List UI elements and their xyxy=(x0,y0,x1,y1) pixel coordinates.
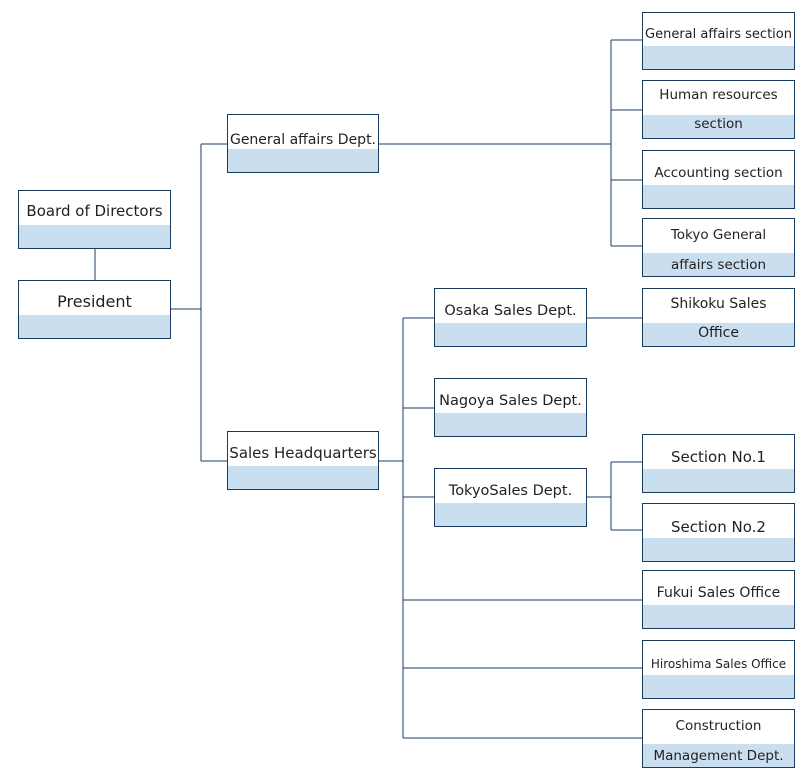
node-label: Management Dept. xyxy=(653,748,784,764)
node-label: Nagoya Sales Dept. xyxy=(439,393,582,409)
node-label: Fukui Sales Office xyxy=(656,585,781,601)
node-sales-headquarters: Sales Headquarters xyxy=(227,431,379,490)
node-label: Accounting section xyxy=(654,165,783,181)
node-label: President xyxy=(57,292,132,311)
node-hiroshima-sales-office: Hiroshima Sales Office xyxy=(642,640,795,699)
node-board-of-directors: Board of Directors xyxy=(18,190,171,249)
node-label: Sales Headquarters xyxy=(229,444,377,462)
node-shikoku-sales-office: Shikoku Sales Office xyxy=(642,288,795,347)
node-general-affairs-dept: General affairs Dept. xyxy=(227,114,379,173)
node-tokyo-sales-dept: TokyoSales Dept. xyxy=(434,468,587,527)
node-label: Section No.2 xyxy=(671,518,766,536)
node-label: TokyoSales Dept. xyxy=(448,483,573,499)
node-tokyo-general-affairs-section: Tokyo General affairs section xyxy=(642,218,795,277)
node-label: Board of Directors xyxy=(26,202,163,220)
node-human-resources-section: Human resources section xyxy=(642,80,795,139)
node-accounting-section: Accounting section xyxy=(642,150,795,209)
node-label: section xyxy=(694,116,743,132)
node-construction-management-dept: Construction Management Dept. xyxy=(642,709,795,768)
node-label: Human resources xyxy=(659,87,778,103)
node-nagoya-sales-dept: Nagoya Sales Dept. xyxy=(434,378,587,437)
node-label: Tokyo General xyxy=(670,227,767,243)
node-label: Section No.1 xyxy=(671,448,766,466)
node-section-no-1: Section No.1 xyxy=(642,434,795,493)
node-label: affairs section xyxy=(670,257,767,273)
node-section-no-2: Section No.2 xyxy=(642,503,795,562)
node-label: General affairs section xyxy=(645,27,792,42)
node-label: Construction xyxy=(675,718,762,734)
node-label: Shikoku Sales xyxy=(670,296,767,312)
node-label: Office xyxy=(698,325,739,341)
node-label: Hiroshima Sales Office xyxy=(650,657,787,671)
node-label: Osaka Sales Dept. xyxy=(444,303,577,319)
node-osaka-sales-dept: Osaka Sales Dept. xyxy=(434,288,587,347)
node-president: President xyxy=(18,280,171,339)
node-general-affairs-section: General affairs section xyxy=(642,12,795,70)
node-label: General affairs Dept. xyxy=(229,132,377,148)
node-fukui-sales-office: Fukui Sales Office xyxy=(642,570,795,629)
